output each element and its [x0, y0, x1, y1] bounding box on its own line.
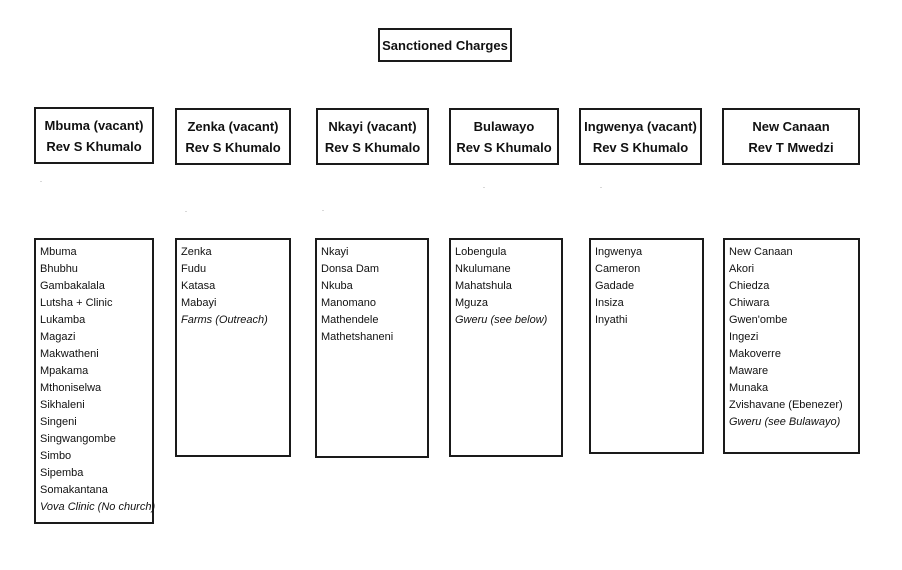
congregation-item: Mbuma: [40, 246, 77, 258]
congregation-item: Makwatheni: [40, 348, 99, 360]
congregation-item: Katasa: [181, 280, 216, 292]
scan-speck: [322, 210, 324, 211]
congregation-item: Nkuba: [321, 280, 353, 292]
congregation-item: Gambakalala: [40, 280, 105, 292]
charge-name: Zenka (vacant): [187, 118, 279, 134]
congregation-item: Lutsha + Clinic: [40, 297, 113, 309]
congregation-item: Simbo: [40, 450, 72, 462]
congregation-item: Somakantana: [40, 484, 108, 496]
congregation-item: Maware: [729, 365, 769, 377]
congregation-item: Chiedza: [729, 280, 770, 292]
congregation-item: Sipemba: [40, 467, 84, 479]
scan-speck: [40, 181, 42, 182]
congregation-item: Singwangombe: [40, 433, 116, 445]
congregation-item: Munaka: [729, 382, 769, 394]
charge-name: Bulawayo: [473, 118, 535, 134]
charge-minister: Rev S Khumalo: [46, 138, 142, 154]
congregation-item: Gadade: [595, 280, 635, 292]
congregation-item: Chiwara: [729, 297, 770, 309]
scan-speck: [600, 187, 602, 188]
congregation-item: Zvishavane (Ebenezer): [729, 399, 843, 411]
diagram-title-text: Sanctioned Charges: [382, 37, 508, 53]
congregation-item: Nkulumane: [455, 263, 511, 275]
congregation-item: Insiza: [595, 297, 624, 309]
congregation-item: Ingezi: [729, 331, 759, 343]
charge-header: Nkayi (vacant) Rev S Khumalo: [316, 108, 429, 165]
congregation-item: Ingwenya: [595, 246, 643, 258]
congregation-item: Manomano: [321, 297, 377, 309]
charge-header: Ingwenya (vacant) Rev S Khumalo: [579, 108, 702, 165]
diagram-title: Sanctioned Charges: [378, 28, 512, 62]
charge-name: New Canaan: [752, 118, 830, 134]
charge-minister: Rev S Khumalo: [185, 139, 281, 155]
congregation-item: Mathetshaneni: [321, 331, 394, 343]
congregation-item: Singeni: [40, 416, 77, 428]
congregation-item: Zenka: [181, 246, 212, 258]
charge-header: Mbuma (vacant) Rev S Khumalo: [34, 107, 154, 164]
congregation-item: Inyathi: [595, 314, 628, 326]
congregation-item: Mathendele: [321, 314, 379, 326]
charge-name: Nkayi (vacant): [328, 118, 417, 134]
charge-name: Ingwenya (vacant): [584, 118, 697, 134]
congregation-item: Farms (Outreach): [181, 314, 268, 326]
charge-minister: Rev S Khumalo: [456, 139, 552, 155]
congregation-item: Mguza: [455, 297, 489, 309]
congregation-item: Mahatshula: [455, 280, 512, 292]
congregation-item: Mthoniselwa: [40, 382, 102, 394]
scan-speck: [185, 211, 187, 212]
scan-speck: [483, 187, 485, 188]
charge-minister: Rev T Mwedzi: [748, 139, 834, 155]
congregation-item: Akori: [729, 263, 755, 275]
congregation-item: Mabayi: [181, 297, 217, 309]
congregation-item: Nkayi: [321, 246, 349, 258]
congregation-item: Bhubhu: [40, 263, 78, 275]
charge-name: Mbuma (vacant): [44, 117, 144, 133]
congregation-item: New Canaan: [729, 246, 793, 258]
charge-minister: Rev S Khumalo: [592, 139, 689, 155]
congregation-item: Mpakama: [40, 365, 89, 377]
congregation-item: Donsa Dam: [321, 263, 380, 275]
congregation-item: Sikhaleni: [40, 399, 85, 411]
congregation-item: Gweru (see below): [455, 314, 548, 326]
congregation-item: Cameron: [595, 263, 641, 275]
congregation-item: Makoverre: [729, 348, 781, 360]
congregation-item: Fudu: [181, 263, 207, 275]
congregation-item: Lukamba: [40, 314, 86, 326]
congregation-item: Lobengula: [455, 246, 507, 258]
congregation-item: Magazi: [40, 331, 76, 343]
congregation-item: Gweru (see Bulawayo): [729, 416, 841, 428]
congregation-item: Vova Clinic (No church): [40, 501, 156, 513]
charge-minister: Rev S Khumalo: [324, 139, 421, 155]
charge-header: Zenka (vacant) Rev S Khumalo: [175, 108, 291, 165]
congregation-item: Gwen'ombe: [729, 314, 788, 326]
